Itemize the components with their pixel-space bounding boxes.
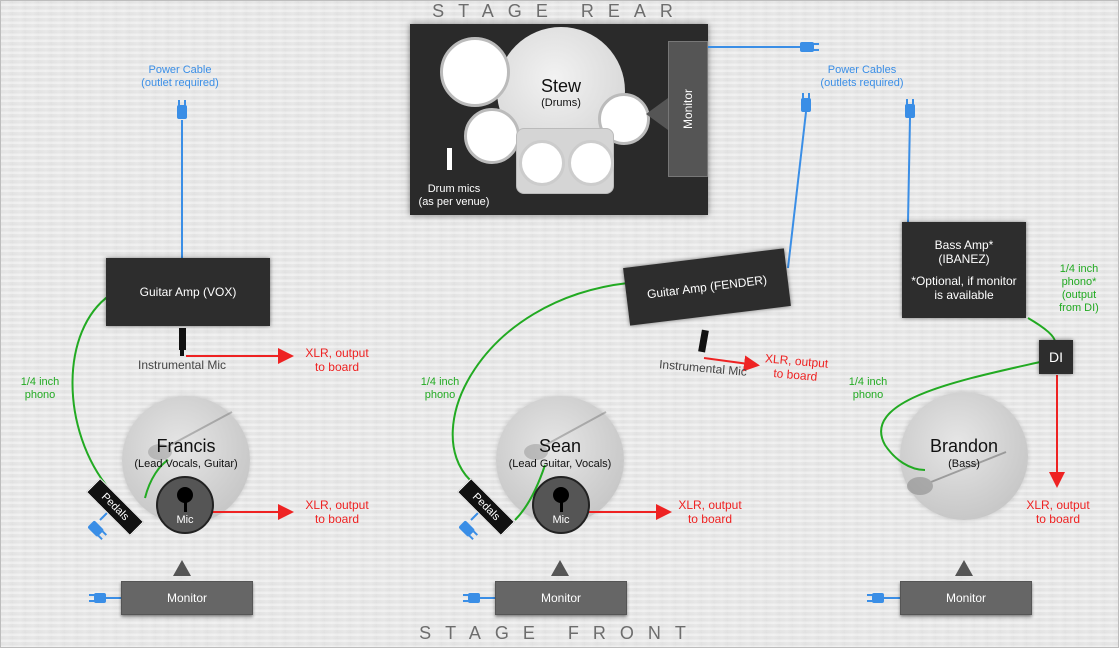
brandon-name: Brandon: [929, 436, 999, 456]
drum-mics-label: Drum mics (as per venue): [418, 183, 490, 208]
wedge-francis-icon: [173, 560, 191, 576]
brandon-role: (Bass): [948, 458, 980, 470]
instrument-mic-sean-icon: [698, 329, 709, 353]
vocal-mic-sean: Mic: [532, 476, 590, 534]
drum-monitor-wedge: [646, 98, 668, 130]
monitor-sean: Monitor: [495, 581, 627, 615]
instrument-mic-francis-icon: [179, 328, 186, 350]
drum-mic-icon: [447, 148, 452, 170]
guitar-amp-vox: Guitar Amp (VOX): [106, 258, 270, 326]
crash-cymbal-icon: [440, 37, 510, 107]
hi-hat-icon: [464, 108, 520, 164]
brandon-position: [900, 392, 1028, 520]
bass-amp-ibanez: Bass Amp* (IBANEZ) *Optional, if monitor…: [902, 222, 1026, 318]
floor-tom-icon: [568, 140, 614, 186]
monitor-francis: Monitor: [121, 581, 253, 615]
drummer-name: Stew: [540, 76, 582, 96]
wedge-brandon-icon: [955, 560, 973, 576]
power-lines: [106, 46, 911, 599]
vocal-mic-francis: Mic: [156, 476, 214, 534]
drummer-role: (Drums): [541, 97, 581, 109]
di-box: DI: [1039, 340, 1073, 374]
instrumental-mic-francis-label: Instrumental Mic: [137, 358, 227, 372]
stage-front-title: STAGE FRONT: [419, 623, 700, 643]
power-cable-label-left: Power Cable (outlet required): [141, 64, 219, 89]
power-plug-icons: [88, 42, 915, 603]
francis-role: (Lead Vocals, Guitar): [134, 458, 238, 470]
wedge-sean-icon: [551, 560, 569, 576]
guitar-icon-sean: [524, 411, 607, 460]
stage-rear-title: STAGE REAR: [432, 1, 687, 21]
phono-cables: [71, 282, 1056, 521]
monitor-brandon: Monitor: [900, 581, 1032, 615]
power-cable-label-right: Power Cables (outlets required): [820, 64, 904, 89]
drum-monitor: Monitor: [668, 41, 708, 177]
di-phono-label: 1/4 inch phono* (output from DI): [1059, 263, 1099, 314]
sean-role: (Lead Guitar, Vocals): [508, 458, 612, 470]
guitar-icon-francis: [148, 411, 233, 460]
sean-name: Sean: [538, 436, 582, 456]
francis-name: Francis: [156, 436, 216, 456]
tom-drum-icon: [519, 140, 565, 186]
bass-icon-brandon: [907, 451, 1007, 495]
